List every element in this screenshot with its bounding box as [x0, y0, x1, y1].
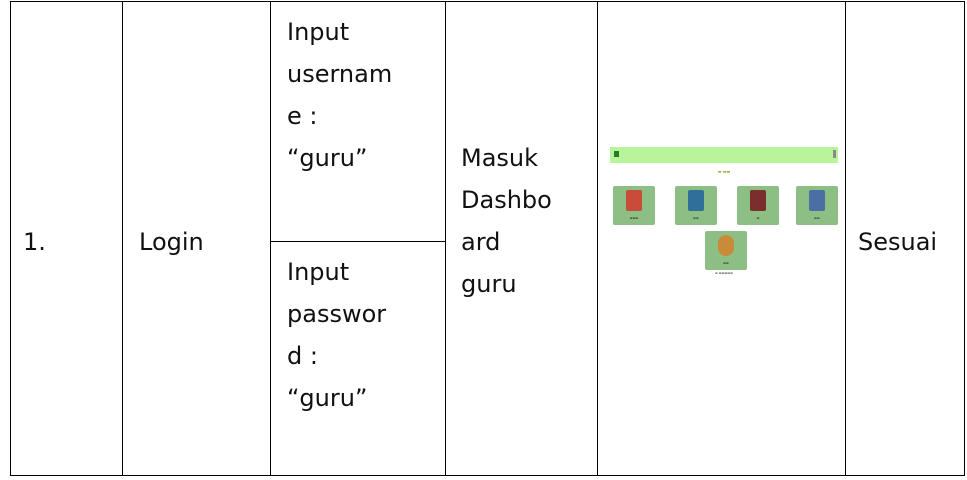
thumbnail-card: ▬▬ — [705, 231, 747, 270]
thumbnail-card: ▬▬▬ — [613, 186, 655, 225]
table-border-right — [964, 1, 965, 476]
input-password-line: Input — [287, 258, 350, 286]
column-divider — [270, 1, 271, 476]
thumbnail-card: ▬ — [737, 186, 779, 225]
thumbnail-footer: ▬ ▬▬▬▬▬ — [715, 271, 733, 275]
thumbnail-heading: ▬ ▬▬ — [717, 169, 731, 174]
row-number-cell: 1. — [23, 228, 46, 256]
thumbnail-card-label: ▬▬▬ — [629, 216, 639, 220]
input-password-line: d : — [287, 342, 318, 370]
input-username-line: “guru” — [287, 144, 368, 172]
user-icon — [718, 235, 734, 256]
book-icon — [626, 190, 642, 211]
column-divider — [845, 1, 846, 476]
thumbnail-menu-icon — [833, 150, 836, 158]
thumbnail-logo — [614, 151, 620, 159]
input-password-line: passwor — [287, 300, 387, 328]
input-row-divider — [270, 241, 446, 242]
expected-result-cell: Masuk Dashbo ard guru — [461, 137, 552, 305]
feature-cell: Login — [139, 228, 204, 256]
dashboard-screenshot-thumbnail: ▬ ▬▬ ▬▬▬ ▬▬ ▬ ▬▬ ▬▬ ▬ ▬▬▬▬▬ — [610, 147, 838, 323]
expected-result-line: Dashbo — [461, 186, 552, 214]
teacher-icon — [688, 190, 704, 211]
table-border-bottom — [10, 475, 965, 476]
expected-result-line: Masuk — [461, 144, 539, 172]
input-username-line: Input — [287, 18, 350, 46]
thumbnail-card: ▬▬ — [796, 186, 838, 225]
thumbnail-header-bar — [610, 147, 838, 163]
input-password-cell: Input passwor d : “guru” — [287, 251, 386, 419]
thumbnail-card: ▬▬ — [675, 186, 717, 225]
document-icon — [809, 190, 825, 211]
input-username-line: usernam — [287, 60, 393, 88]
thumbnail-card-label: ▬▬ — [723, 261, 729, 265]
input-username-cell: Input usernam e : “guru” — [287, 11, 392, 179]
expected-result-line: guru — [461, 270, 517, 298]
input-username-line: e : — [287, 102, 318, 130]
thumbnail-card-label: ▬▬ — [693, 216, 699, 220]
table-border-left — [10, 1, 11, 476]
expected-result-line: ard — [461, 228, 501, 256]
thumbnail-card-label: ▬▬ — [814, 216, 820, 220]
column-divider — [597, 1, 598, 476]
test-result-table: 1. Login Input usernam e : “guru” Input … — [10, 1, 966, 476]
column-divider — [445, 1, 446, 476]
thumbnail-card-label: ▬ — [756, 216, 760, 220]
table-border-top — [10, 1, 965, 2]
result-cell: Sesuai — [858, 228, 938, 256]
student-icon — [750, 190, 766, 211]
input-password-line: “guru” — [287, 384, 368, 412]
column-divider — [122, 1, 123, 476]
